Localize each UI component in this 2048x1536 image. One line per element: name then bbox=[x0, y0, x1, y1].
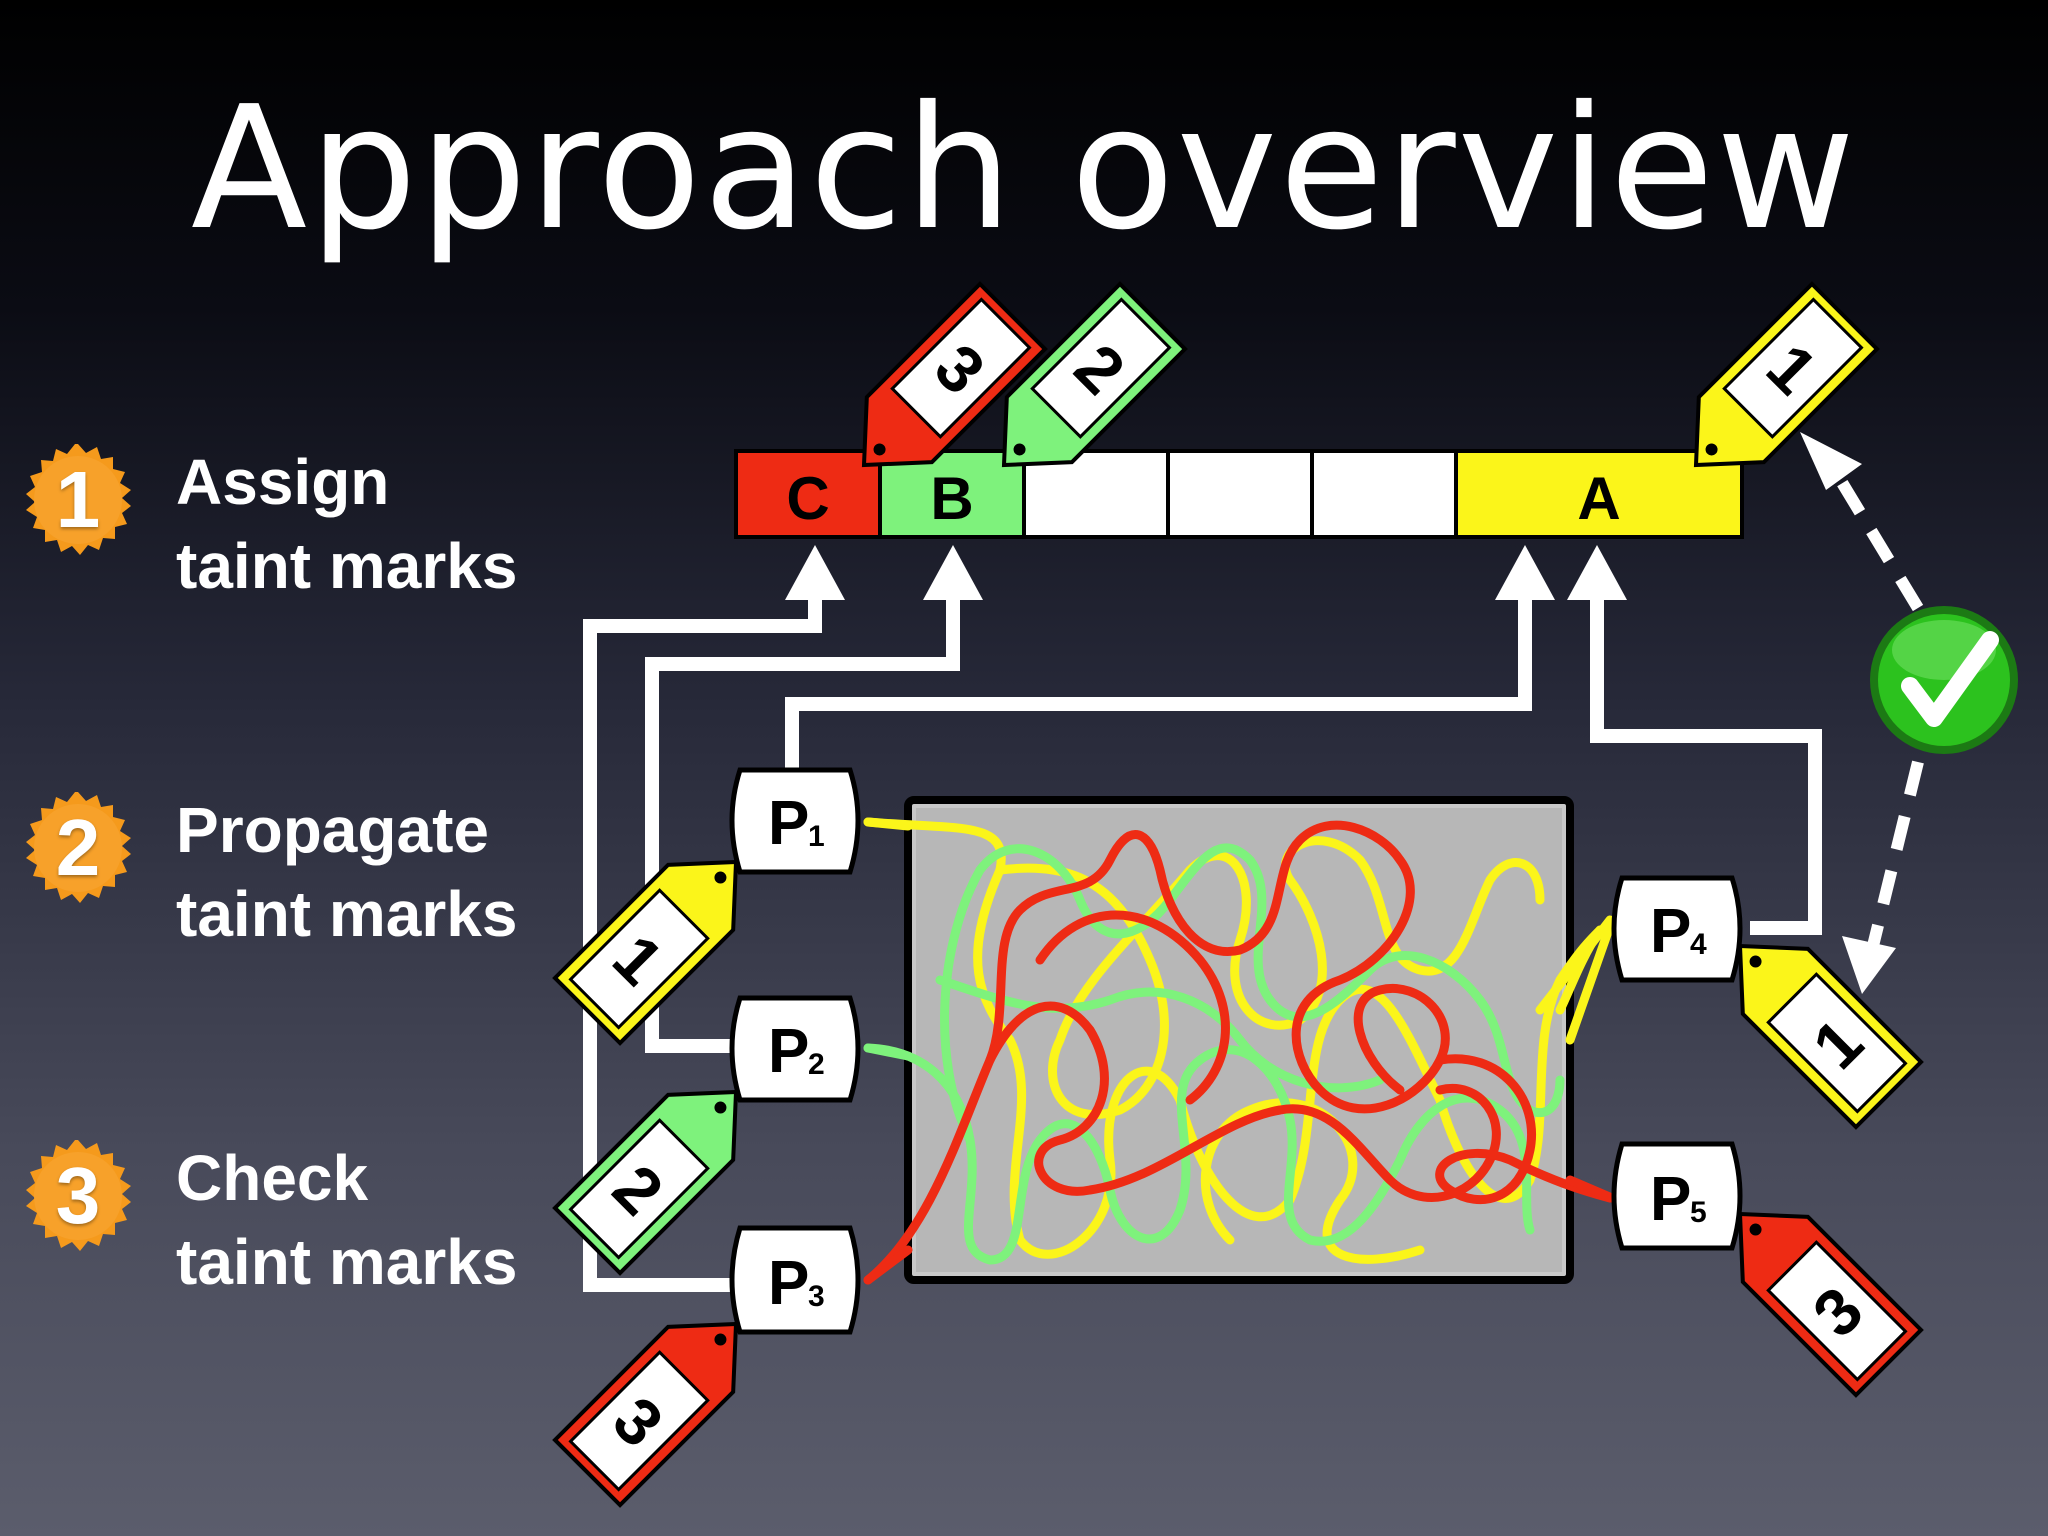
taint-tag-red: 3 bbox=[552, 1321, 739, 1508]
cell-label-a: A bbox=[1577, 465, 1620, 532]
step-number: 3 bbox=[55, 1151, 101, 1240]
step-number: 2 bbox=[55, 803, 101, 892]
taint-tag-red: 3 bbox=[1737, 1211, 1924, 1398]
check-dashed-arrows bbox=[1832, 472, 1924, 952]
slide-title: Approach overview bbox=[190, 70, 1858, 268]
badge-1-icon: 1 bbox=[20, 442, 136, 558]
port-subscript: 2 bbox=[808, 1048, 825, 1081]
memory-cell-b bbox=[878, 449, 1028, 539]
step-line1: Assign bbox=[176, 446, 390, 518]
step-line2: taint marks bbox=[176, 878, 518, 950]
memory-cell-empty bbox=[1310, 449, 1460, 539]
port-label: P bbox=[768, 789, 809, 858]
step-number: 1 bbox=[55, 455, 101, 544]
connector-p4-a bbox=[1590, 590, 1822, 935]
connector-lines bbox=[583, 590, 1822, 1292]
port-subscript: 4 bbox=[1690, 928, 1707, 961]
memory-array: C B A bbox=[734, 449, 1744, 539]
port-label: P bbox=[1650, 1165, 1691, 1234]
taint-tag-green: 2 bbox=[1001, 281, 1188, 468]
checkmark-icon bbox=[1870, 606, 2018, 754]
badge-2-icon: 2 bbox=[20, 790, 136, 906]
ports: P 1 P 2 P 3 P 4 P 5 bbox=[729, 767, 1743, 1335]
step-line2: taint marks bbox=[176, 530, 518, 602]
memory-cell-c bbox=[734, 449, 884, 539]
port-label: P bbox=[768, 1249, 809, 1318]
memory-cell-empty bbox=[1166, 449, 1316, 539]
memory-cell-empty bbox=[1022, 449, 1172, 539]
port-label: P bbox=[768, 1017, 809, 1086]
step-line2: taint marks bbox=[176, 1226, 518, 1298]
connector-p2-b bbox=[645, 590, 960, 1053]
cell-label-b: B bbox=[930, 465, 973, 532]
port-p1: P 1 bbox=[729, 767, 861, 875]
step-assign: 1 Assign taint marks bbox=[20, 442, 517, 608]
port-p5: P 5 bbox=[1611, 1141, 1743, 1251]
step-line1: Propagate bbox=[176, 794, 489, 866]
port-subscript: 1 bbox=[808, 820, 825, 853]
step-check: 3 Check taint marks bbox=[20, 1138, 517, 1304]
port-stubs bbox=[863, 817, 1617, 1285]
port-subscript: 3 bbox=[808, 1280, 825, 1313]
arrow-to-b bbox=[923, 545, 983, 600]
check-arrowheads bbox=[1800, 432, 1896, 994]
taint-tag-yellow: 1 bbox=[552, 859, 739, 1046]
badge-3-icon: 3 bbox=[20, 1138, 136, 1254]
port-label: P bbox=[1650, 897, 1691, 966]
taint-tag-yellow: 1 bbox=[1693, 281, 1880, 468]
connector-p3-c bbox=[583, 590, 822, 1292]
port-p3: P 3 bbox=[729, 1225, 861, 1335]
data-flows bbox=[863, 817, 1615, 1285]
taint-tag-green: 2 bbox=[552, 1089, 739, 1276]
taint-tag-yellow: 1 bbox=[1737, 943, 1924, 1130]
step-propagate: 2 Propagate taint marks bbox=[20, 790, 517, 956]
port-p2: P 2 bbox=[729, 995, 861, 1103]
connector-p1-a bbox=[785, 590, 1532, 770]
step-line1: Check bbox=[176, 1142, 369, 1214]
port-subscript: 5 bbox=[1690, 1196, 1707, 1229]
arrow-to-c bbox=[785, 545, 845, 600]
arrow-to-a-2 bbox=[1567, 545, 1627, 600]
taint-tag-red: 3 bbox=[861, 281, 1048, 468]
arrow-to-a-1 bbox=[1495, 545, 1555, 600]
arrowheads bbox=[785, 545, 1627, 600]
cell-label-c: C bbox=[786, 465, 829, 532]
port-p4: P 4 bbox=[1611, 875, 1743, 983]
